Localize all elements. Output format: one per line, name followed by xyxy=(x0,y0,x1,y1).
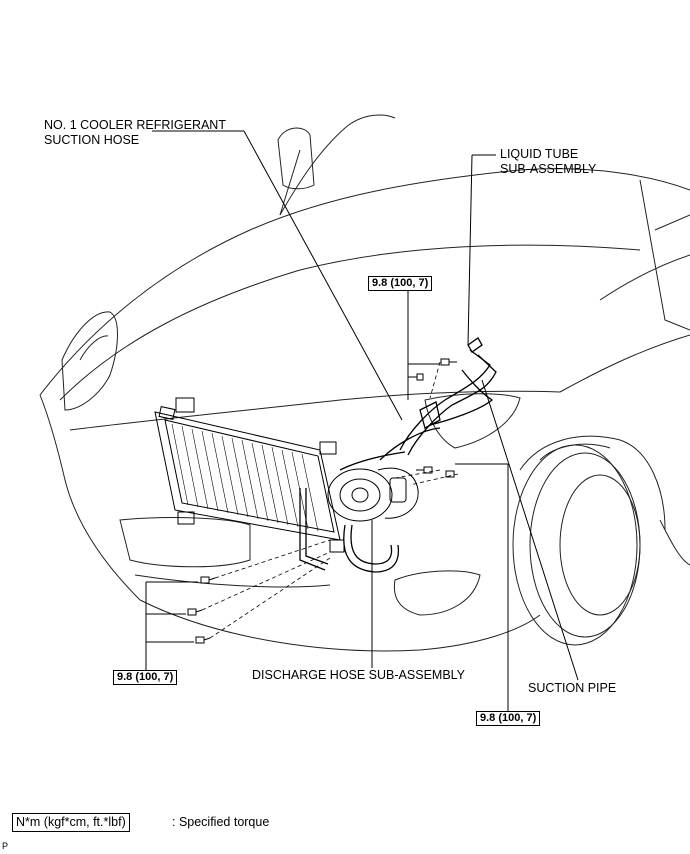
figure-code: P xyxy=(2,841,9,851)
torque-spec-right: 9.8 (100, 7) xyxy=(476,711,541,726)
bolt-icon xyxy=(195,636,211,644)
front-wheel xyxy=(512,444,641,646)
torque-spec-left: 9.8 (100, 7) xyxy=(113,670,178,685)
label-liquid-tube: LIQUID TUBE SUB-ASSEMBLY xyxy=(500,147,597,176)
leader-lines xyxy=(145,130,579,712)
bolt-icon xyxy=(416,466,433,474)
label-suction-hose: NO. 1 COOLER REFRIGERANT SUCTION HOSE xyxy=(44,118,226,147)
bolt-icon xyxy=(445,470,455,478)
label-suction-pipe: SUCTION PIPE xyxy=(528,681,617,695)
compressor xyxy=(327,467,419,522)
label-discharge-hose: DISCHARGE HOSE SUB-ASSEMBLY xyxy=(252,668,466,682)
torque-spec-upper: 9.8 (100, 7) xyxy=(368,276,433,291)
bolt-icon xyxy=(200,576,216,584)
bolt-icon xyxy=(416,373,424,381)
bolt-axis-lines xyxy=(201,361,459,639)
bolt-icon xyxy=(440,358,457,366)
legend-torque-unit: N*m (kgf*cm, ft.*lbf) xyxy=(12,813,130,832)
condenser-fins xyxy=(171,423,319,532)
bolts xyxy=(187,358,457,644)
condenser xyxy=(154,397,345,553)
vehicle-body-outline xyxy=(39,114,690,652)
refrigerant-lines xyxy=(299,337,497,573)
bolt-icon xyxy=(187,608,203,616)
legend-description: : Specified torque xyxy=(172,815,270,829)
